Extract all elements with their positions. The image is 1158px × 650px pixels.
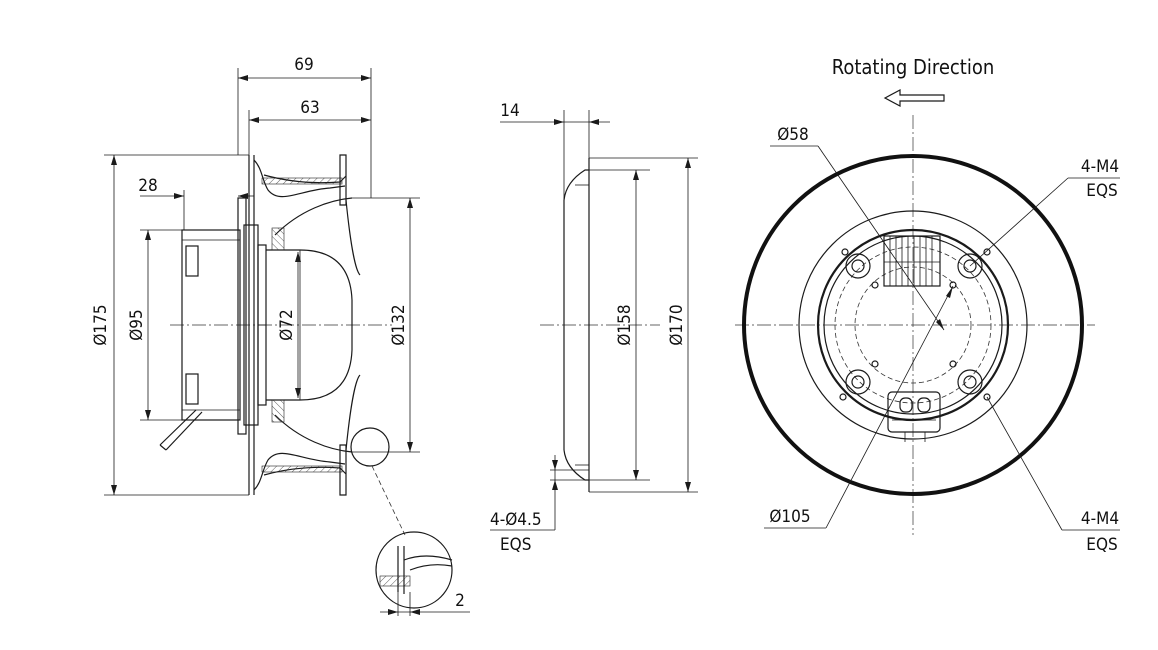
plate-ring	[798, 210, 1028, 440]
hub-plate	[237, 197, 353, 435]
dim-63-label: 63	[300, 98, 319, 118]
dim-69-label: 69	[294, 55, 313, 75]
dim-d170-label: Ø170	[667, 304, 687, 345]
dim-d170: Ø170	[589, 157, 698, 493]
side-view: 69 63 28 Ø175	[91, 55, 470, 616]
dim-d72-label: Ø72	[277, 309, 297, 341]
screw-bosses	[839, 248, 991, 401]
dim-d105-label: Ø105	[769, 507, 810, 527]
rotation-arrow-icon	[883, 89, 945, 107]
detail-dim-2-label: 2	[455, 591, 465, 611]
hole-spec-line1: 4-Ø4.5	[490, 510, 542, 530]
dim-63: 63	[248, 98, 371, 155]
dim-d158: Ø158	[589, 169, 650, 481]
rotating-direction-label: Rotating Direction	[832, 55, 995, 79]
dim-d105: Ø105	[764, 285, 954, 529]
dim-d158-label: Ø158	[615, 304, 635, 345]
thread-top-line2: EQS	[1086, 181, 1117, 201]
dim-d95-label: Ø95	[127, 309, 147, 341]
dim-d72: Ø72	[277, 252, 301, 398]
dim-28-label: 28	[138, 176, 157, 196]
dim-14: 14	[500, 101, 610, 200]
heat-sink	[883, 235, 941, 287]
dim-d95: Ø95	[127, 229, 182, 421]
dim-d175-label: Ø175	[91, 304, 111, 345]
thread-bottom-line2: EQS	[1086, 535, 1117, 555]
outer-ring	[742, 154, 1084, 496]
dim-d132-label: Ø132	[389, 304, 409, 345]
bolt-circle-58	[854, 266, 972, 384]
dim-69: 69	[237, 55, 372, 198]
thread-callout-bottom: 4-M4 EQS	[986, 396, 1120, 555]
hole-spec-line2: EQS	[500, 535, 531, 555]
motor-housing	[159, 229, 241, 451]
dim-d132: Ø132	[352, 197, 420, 453]
dim-14-label: 14	[500, 101, 519, 121]
impeller-shroud	[248, 154, 361, 496]
dim-d175: Ø175	[91, 154, 249, 496]
dim-d58-label: Ø58	[777, 125, 809, 145]
dim-d58: Ø58	[770, 125, 945, 331]
detail-callout: 2	[350, 427, 470, 616]
dim-28: 28	[138, 176, 254, 230]
thread-bottom-line1: 4-M4	[1081, 509, 1119, 529]
hole-spec-callout: 4-Ø4.5 EQS	[490, 455, 589, 555]
ring-view: 14 Ø158 Ø170 4-Ø4.5	[490, 101, 698, 555]
thread-callout-top: 4-M4 EQS	[969, 157, 1120, 267]
connector	[887, 391, 941, 442]
thread-top-line1: 4-M4	[1081, 157, 1119, 177]
front-view: Rotating Direction	[735, 55, 1120, 555]
